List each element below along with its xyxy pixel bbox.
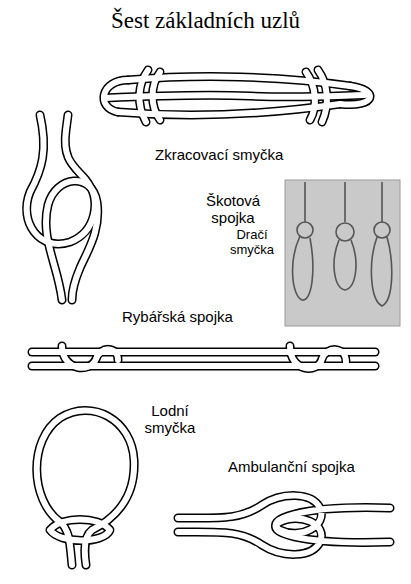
knot-label: Lodní smyčka	[138, 402, 202, 437]
knot-label: Dračí smyčka	[224, 228, 280, 258]
page-title: Šest základních uzlů	[111, 8, 300, 34]
knot-label: Zkracovací smyčka	[155, 146, 283, 163]
knot-label: Ambulanční spojka	[228, 458, 355, 475]
knot-label: Škotová spojka	[194, 192, 272, 227]
knot-label: Rybářská spojka	[122, 308, 233, 325]
